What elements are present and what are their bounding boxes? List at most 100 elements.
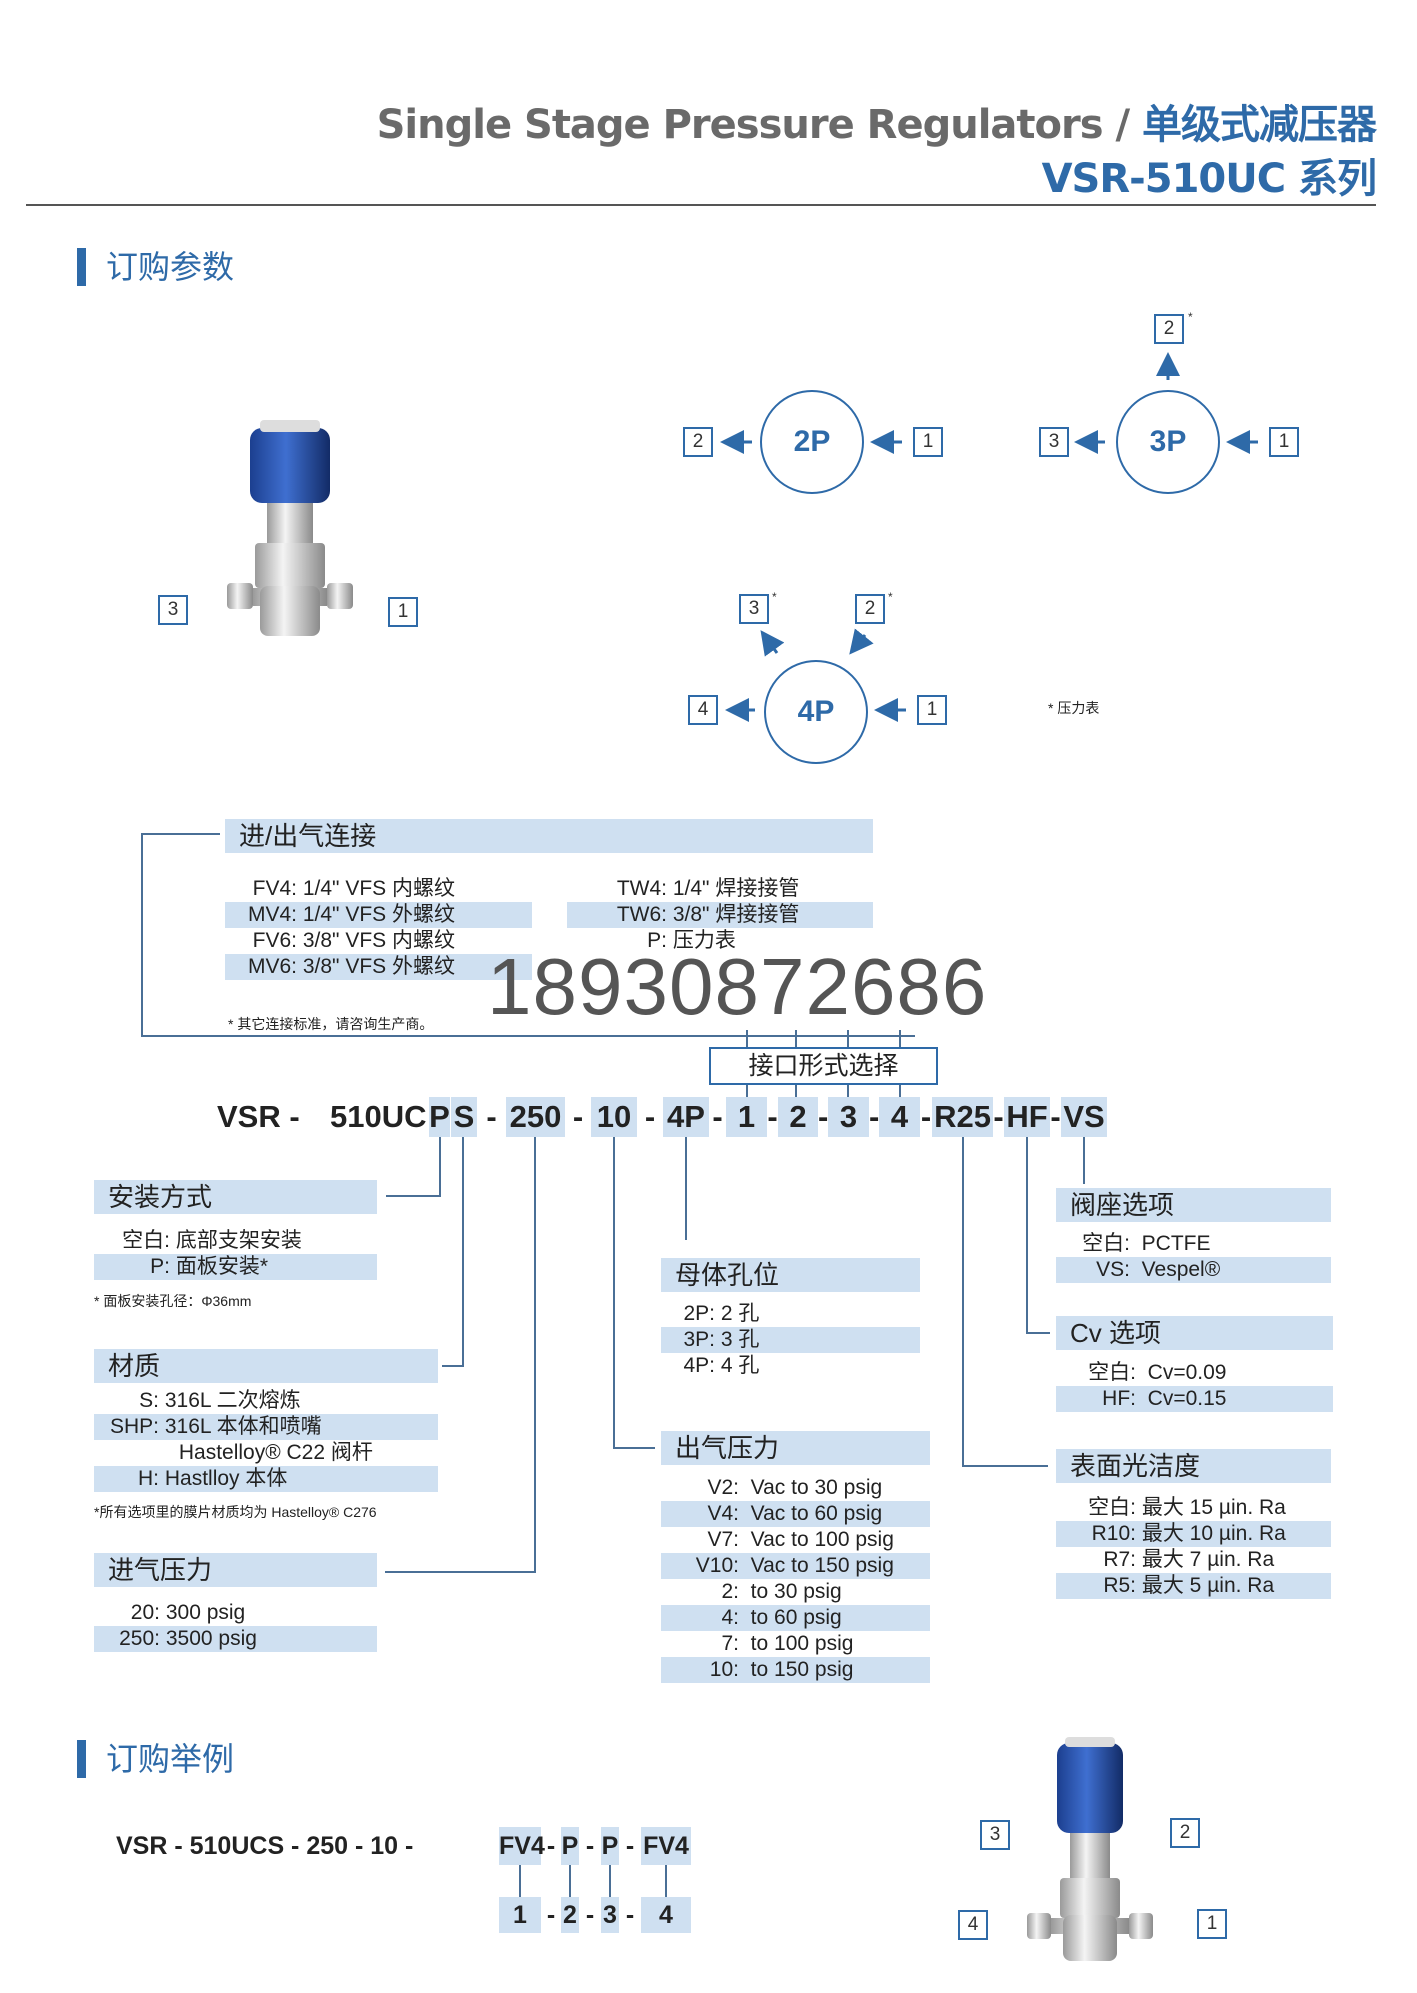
mounting-list: 空白: 底部支架安装 P: 面板安装* (94, 1228, 377, 1280)
list-item: 10: to 150 psig (661, 1657, 930, 1683)
title-english: Single Stage Pressure Regulators / (376, 102, 1142, 148)
code-dash: - (712, 1099, 723, 1134)
list-item: HF: Cv=0.15 (1056, 1386, 1333, 1412)
example-port-label-2: 2 (1170, 1818, 1200, 1848)
connection-heading: 进/出气连接 (225, 819, 873, 853)
mounting-heading: 安装方式 (94, 1180, 377, 1214)
inlet-pressure-heading: 进气压力 (94, 1553, 377, 1587)
connection-list-right: TW4: 1/4" 焊接接管 TW6: 3/8" 焊接接管 P: 压力表 (567, 876, 873, 954)
item-value: Vac to 100 psig (750, 1528, 894, 1551)
port-arrows (720, 352, 1258, 722)
gauge-marker: * (772, 590, 777, 604)
item-value: Vac to 60 psig (750, 1502, 883, 1525)
port-1: 1 (917, 695, 947, 725)
item-value: Hastelloy® C22 阀杆 (178, 1441, 373, 1464)
example-dash: - (546, 1901, 556, 1929)
item-value: to 60 psig (750, 1606, 842, 1629)
item-key: 2: (721, 1580, 739, 1603)
list-item: FV6: 3/8" VFS 内螺纹 (225, 928, 532, 954)
list-item: R5: 最大 5 µin. Ra (1056, 1573, 1331, 1599)
list-item: 空白: 底部支架安装 (94, 1228, 377, 1254)
code-port-1: 1 (726, 1097, 767, 1137)
finish-heading: 表面光洁度 (1056, 1449, 1331, 1483)
list-item: V7: Vac to 100 psig (661, 1527, 930, 1553)
item-value: Cv=0.15 (1147, 1387, 1227, 1410)
code-model: 510UC (330, 1099, 427, 1134)
seat-heading: 阀座选项 (1056, 1188, 1331, 1222)
item-value: 底部支架安装 (175, 1229, 302, 1252)
list-item: VS: Vespel® (1056, 1257, 1331, 1283)
item-value: Vac to 150 psig (750, 1554, 894, 1577)
item-key: 2P: (683, 1302, 715, 1325)
item-value: 3/8" 焊接接管 (672, 903, 800, 926)
gauge-marker: * (1188, 310, 1193, 324)
code-seat: VS (1061, 1097, 1107, 1137)
item-key: 4: (721, 1606, 739, 1629)
item-value: 316L 二次熔炼 (164, 1389, 301, 1412)
list-item: FV4: 1/4" VFS 内螺纹 (225, 876, 532, 902)
list-item: H: Hastlloy 本体 (94, 1466, 438, 1492)
code-dash: - (572, 1099, 584, 1134)
code-outlet: 10 (591, 1097, 637, 1137)
item-key: TW6: (616, 903, 667, 926)
item-value: 面板安装* (175, 1255, 269, 1278)
item-key: FV6: (252, 929, 297, 952)
item-key: P: (647, 929, 667, 952)
diagram-3p: 3P (1116, 390, 1220, 494)
page-title: Single Stage Pressure Regulators / 单级式减压… (376, 92, 1377, 150)
cv-heading: Cv 选项 (1056, 1316, 1333, 1350)
list-item: Hastelloy® C22 阀杆 (94, 1440, 438, 1466)
section-ordering-params: 订购参数 (77, 248, 234, 286)
item-key: R10: (1091, 1522, 1136, 1545)
header-divider (26, 204, 1376, 206)
code-cv: HF (1004, 1097, 1050, 1137)
item-key: V4: (707, 1502, 739, 1525)
item-value: 1/4" VFS 外螺纹 (302, 903, 456, 926)
example-port-3: P (601, 1827, 619, 1865)
code-dash: - (767, 1099, 778, 1134)
code-inlet: 250 (506, 1097, 565, 1137)
item-key: P: (150, 1255, 170, 1278)
code-dash: - (818, 1099, 829, 1134)
item-key: MV6: (247, 955, 297, 978)
code-finish: R25 (932, 1097, 993, 1137)
item-value: 300 psig (165, 1601, 246, 1624)
list-item: 250: 3500 psig (94, 1626, 377, 1652)
list-item: R7: 最大 7 µin. Ra (1056, 1547, 1331, 1573)
example-port-2: P (561, 1827, 579, 1865)
body-ports-heading: 母体孔位 (661, 1258, 920, 1292)
list-item: 空白: 最大 15 µin. Ra (1056, 1495, 1331, 1521)
list-item: TW6: 3/8" 焊接接管 (567, 902, 873, 928)
list-item: 7: to 100 psig (661, 1631, 930, 1657)
finish-list: 空白: 最大 15 µin. Ra R10: 最大 10 µin. Ra R7:… (1056, 1495, 1331, 1599)
item-value: PCTFE (1141, 1232, 1211, 1255)
item-value: 最大 10 µin. Ra (1141, 1522, 1286, 1545)
example-port-label-3: 3 (980, 1820, 1010, 1850)
outlet-pressure-list: V2: Vac to 30 psig V4: Vac to 60 psig V7… (661, 1475, 930, 1683)
item-value: 最大 7 µin. Ra (1141, 1548, 1275, 1571)
example-port-label-1: 1 (1197, 1909, 1227, 1939)
cv-list: 空白: Cv=0.09 HF: Cv=0.15 (1056, 1360, 1333, 1412)
diagram-2p: 2P (760, 390, 864, 494)
regulator-example-image (1027, 1737, 1153, 1961)
list-item: 4P: 4 孔 (661, 1353, 920, 1379)
item-key: R7: (1103, 1548, 1136, 1571)
material-heading: 材质 (94, 1349, 438, 1383)
item-value: Vespel® (1141, 1258, 1221, 1281)
item-value: Vac to 30 psig (750, 1476, 883, 1499)
port-choice-label: 接口形式选择 (709, 1047, 938, 1085)
outlet-pressure-heading: 出气压力 (661, 1431, 930, 1465)
item-key: 空白: (122, 1229, 170, 1252)
code-dash: - (1050, 1099, 1061, 1134)
code-dash: - (486, 1099, 497, 1134)
phone-number: 18930872686 (487, 942, 988, 1031)
item-value: to 150 psig (750, 1658, 854, 1681)
list-item: P: 压力表 (567, 928, 873, 954)
example-dash: - (585, 1832, 595, 1860)
list-item: V2: Vac to 30 psig (661, 1475, 930, 1501)
port-2: 2 (1154, 314, 1184, 344)
example-port-label-4: 4 (958, 1910, 988, 1940)
gauge-marker: * (888, 590, 893, 604)
item-value: to 30 psig (750, 1580, 842, 1603)
